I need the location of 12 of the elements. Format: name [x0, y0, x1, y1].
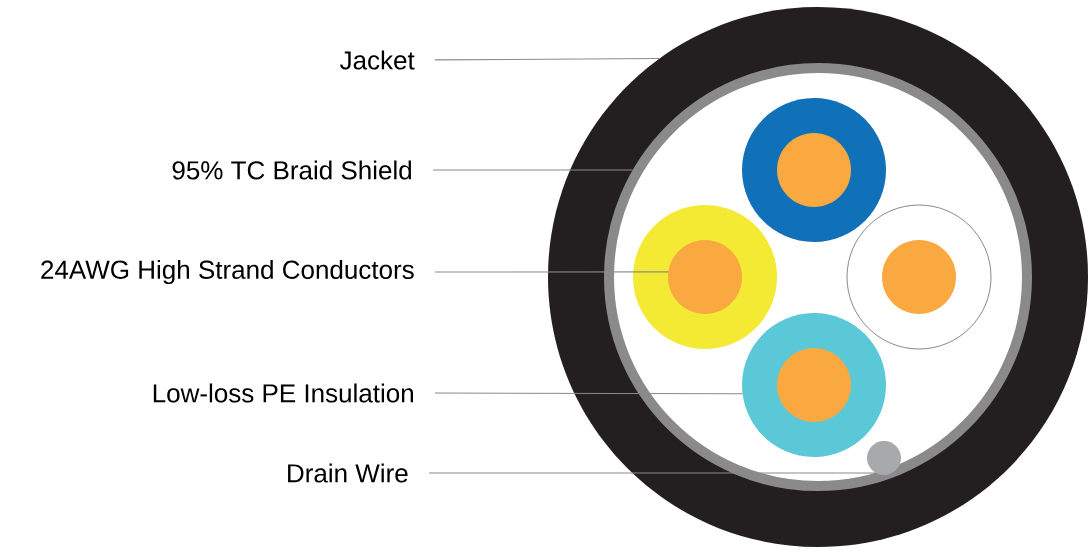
callout-label: Jacket [340, 50, 415, 70]
callout-label: 24AWG High Strand Conductors [41, 259, 414, 285]
leader-line [434, 392, 744, 395]
conductor-core [668, 240, 742, 314]
insulation-circle [742, 313, 886, 457]
callout-label: Low-loss PE Insulation [153, 383, 413, 403]
callout-label: Drain Wire [288, 463, 408, 483]
leader-line [434, 58, 660, 61]
leader-line [434, 271, 669, 273]
callout-label: 95% TC Braid Shield [172, 160, 411, 180]
drain-wire-circle [867, 441, 901, 475]
leader-line [432, 169, 634, 171]
